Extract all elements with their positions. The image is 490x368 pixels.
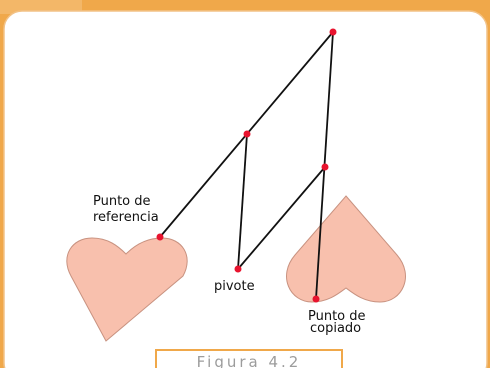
middle-joint-point — [243, 130, 251, 138]
copy-label-line-1: Punto de — [308, 309, 366, 324]
top-joint-point — [329, 28, 337, 36]
reference-label-line-1: Punto de — [93, 194, 151, 209]
reference-point — [156, 233, 164, 241]
pivot-label: pivote — [214, 279, 255, 294]
bar-pivot-to-lower-joint — [237, 166, 326, 270]
figure-caption: Figura 4.2 — [197, 353, 302, 368]
bar-middle-to-pivot — [237, 133, 248, 270]
copied-heart-shape — [286, 195, 406, 303]
reference-heart-shape — [66, 237, 188, 342]
pivot-point — [234, 265, 242, 273]
copy-point — [312, 295, 320, 303]
figure-caption-box — [155, 349, 343, 368]
reference-label-line-2: referencia — [93, 210, 159, 225]
diagram-panel — [3, 10, 488, 368]
lower-joint-point — [321, 163, 329, 171]
copy-label-line-2: copiado — [310, 321, 361, 336]
